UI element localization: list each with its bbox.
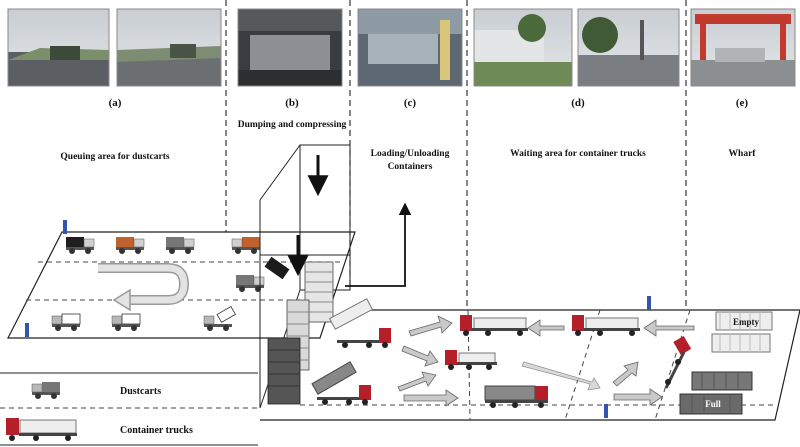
panel-e-letter: (e) — [736, 97, 749, 109]
post-marker-2 — [25, 323, 29, 337]
panel-c-title-line2: Containers — [388, 162, 433, 172]
dumping-bin — [264, 256, 290, 280]
container-truck — [445, 350, 497, 370]
container-lifted — [328, 298, 374, 330]
legend-container-truck-icon — [6, 418, 77, 441]
photo-c — [357, 8, 463, 87]
queuing-area-floor — [7, 231, 356, 339]
dustcart — [231, 237, 260, 254]
legend-container-trucks-label: Container trucks — [120, 425, 193, 436]
panel-c-letter: (c) — [404, 97, 417, 109]
dustcart — [166, 237, 195, 254]
post-marker-3 — [647, 296, 651, 310]
photo-e — [690, 8, 796, 87]
panel-d-letter: (d) — [571, 97, 585, 109]
compression-building — [259, 144, 355, 409]
dustcart-empty — [111, 313, 141, 331]
post-marker-1 — [63, 220, 67, 234]
post-marker-4 — [604, 404, 608, 418]
panel-c-title-line1: Loading/Unloading — [371, 149, 450, 159]
empty-container-stack — [711, 311, 773, 353]
empty-label: Empty — [733, 317, 760, 327]
photo-a2 — [116, 8, 222, 87]
dustcart-empty — [51, 313, 81, 331]
panel-a-letter: (a) — [109, 97, 122, 109]
dustcart — [116, 237, 145, 254]
compressor-column — [304, 261, 334, 323]
container-truck — [484, 385, 548, 408]
panel-a-title: Queuing area for dustcarts — [60, 152, 169, 162]
container-truck — [337, 328, 391, 348]
photo-d1 — [473, 8, 573, 87]
compressor-column — [267, 337, 301, 405]
panel-e-title: Wharf — [729, 149, 757, 159]
container-truck — [572, 315, 640, 336]
full-label: Full — [705, 399, 721, 409]
container-lifted — [311, 361, 357, 395]
flow-arrows — [397, 315, 695, 407]
photo-d2 — [577, 8, 680, 87]
container-truck — [317, 385, 371, 405]
legend: Dustcarts Container trucks — [0, 372, 258, 446]
u-turn-arrow — [98, 263, 190, 305]
dustcart — [66, 237, 95, 254]
dustcart-empty — [203, 305, 236, 331]
panel-b-letter: (b) — [285, 97, 299, 109]
loading-arrow — [345, 202, 412, 287]
legend-dustcart-icon — [31, 382, 60, 399]
container-truck — [664, 335, 692, 389]
photo-b — [237, 8, 343, 87]
full-container-stack — [679, 371, 753, 415]
container-truck — [460, 315, 528, 336]
legend-dustcarts-label: Dustcarts — [120, 386, 161, 397]
panel-b-title: Dumping and compressing — [238, 120, 347, 130]
panel-d-title: Waiting area for container trucks — [510, 149, 646, 159]
photo-a1 — [7, 8, 110, 87]
